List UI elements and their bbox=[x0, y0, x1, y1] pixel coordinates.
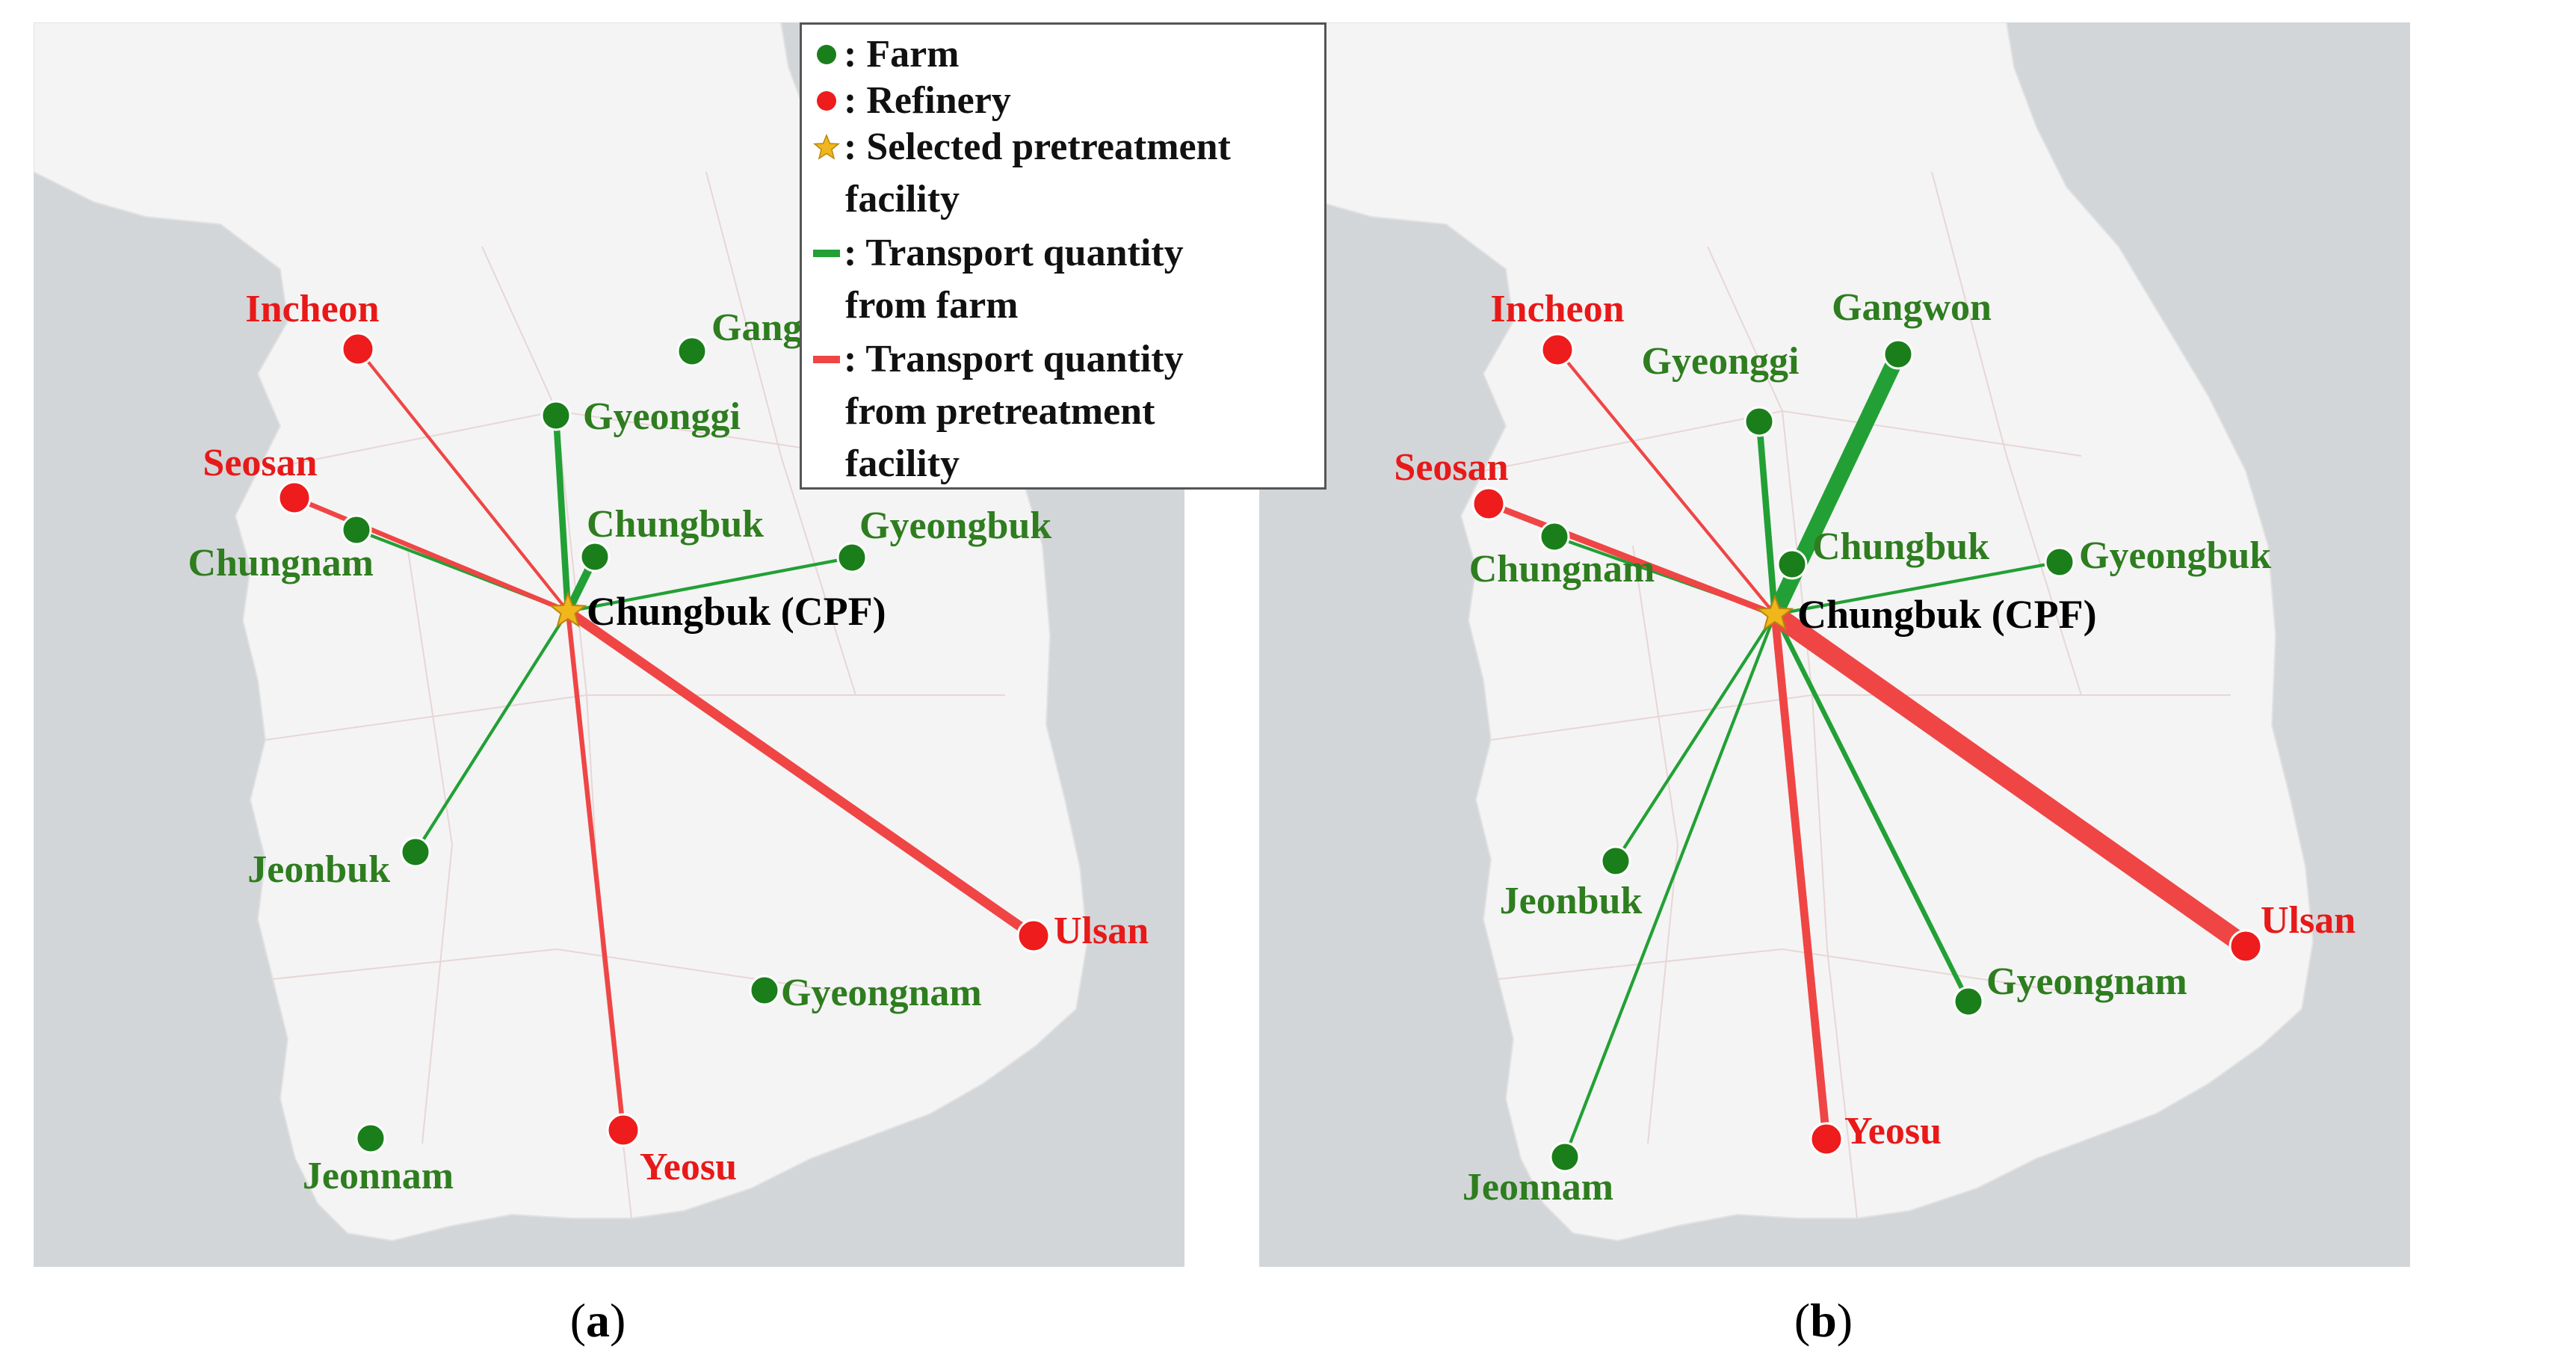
refinery-marker-yeosu bbox=[606, 1113, 640, 1147]
farm-marker-gyeongnam bbox=[1953, 986, 1984, 1017]
province-boundary bbox=[1498, 948, 2082, 995]
refinery-transport-line-yeosu bbox=[1770, 614, 1831, 1140]
refinery-label-yeosu: Yeosu bbox=[1844, 1110, 1942, 1152]
refinery-transport-line-ulsan bbox=[565, 607, 1037, 940]
legend-label-facility: : Selected pretreatment bbox=[844, 126, 1231, 168]
farm-label-jeonbuk: Jeonbuk bbox=[1500, 880, 1643, 922]
farm-label-gyeonggi: Gyeonggi bbox=[1642, 340, 1800, 383]
refinery-marker-ulsan bbox=[2228, 929, 2263, 963]
legend-label-refinery: : Refinery bbox=[844, 79, 1011, 122]
facility-label: Chungbuk (CPF) bbox=[1797, 592, 2097, 637]
refinery-dot-icon bbox=[809, 90, 844, 111]
farm-label-gyeongnam: Gyeongnam bbox=[781, 972, 982, 1014]
farm-marker-chungbuk bbox=[579, 541, 611, 573]
refinery-transport-line-seosan bbox=[1487, 500, 1776, 618]
farm-marker-gyeonggi bbox=[540, 400, 572, 431]
panel-caption-a: (a) bbox=[569, 1294, 626, 1347]
legend-row-refinery: : Refinery bbox=[809, 78, 1011, 123]
panel-caption-b: (b) bbox=[1794, 1294, 1853, 1347]
farm-label-gyeongbuk: Gyeongbuk bbox=[2079, 534, 2271, 577]
farm-marker-gyeongbuk bbox=[2044, 546, 2075, 578]
province-boundary bbox=[1931, 171, 2082, 696]
farm-label-chungbuk: Chungbuk bbox=[1812, 525, 1989, 568]
farm-marker-gangwon bbox=[676, 336, 708, 367]
legend-label-farm-transport-cont: from farm bbox=[845, 284, 1019, 327]
refinery-label-incheon: Incheon bbox=[245, 288, 379, 330]
farm-marker-chungbuk bbox=[1776, 549, 1808, 580]
refinery-label-seosan: Seosan bbox=[203, 442, 317, 484]
refinery-transport-line-incheon bbox=[1556, 348, 1776, 616]
farm-transport-line-jeonbuk bbox=[414, 610, 569, 854]
farm-marker-chungnam bbox=[341, 514, 372, 546]
refinery-label-ulsan: Ulsan bbox=[1054, 910, 1149, 952]
farm-transport-line-gyeongnam bbox=[1773, 613, 1971, 1003]
map-legend: : Farm : Refinery : Selected pretreatmen… bbox=[800, 22, 1326, 490]
farm-transport-line-gyeongbuk bbox=[1774, 560, 2060, 617]
farm-transport-line-jeonnam bbox=[1563, 614, 1776, 1158]
refinery-label-seosan: Seosan bbox=[1394, 446, 1508, 489]
facility-label: Chungbuk (CPF) bbox=[587, 589, 886, 634]
refinery-marker-ulsan bbox=[1016, 919, 1051, 953]
province-boundary bbox=[407, 545, 454, 1144]
farm-dot-icon bbox=[809, 44, 844, 64]
star-icon bbox=[809, 133, 844, 161]
farm-marker-jeonnam bbox=[355, 1123, 386, 1154]
farm-marker-gangwon bbox=[1882, 339, 1914, 370]
refinery-label-incheon: Incheon bbox=[1490, 288, 1624, 330]
refinery-transport-line-yeosu bbox=[565, 611, 626, 1131]
farm-label-gyeongnam: Gyeongnam bbox=[1986, 960, 2187, 1003]
legend-label-pre-transport: : Transport quantity bbox=[844, 338, 1184, 380]
province-boundary bbox=[1632, 545, 1679, 1144]
legend-row-facility: : Selected pretreatment bbox=[809, 125, 1231, 169]
refinery-marker-yeosu bbox=[1809, 1122, 1844, 1156]
refinery-transport-line-incheon bbox=[356, 348, 569, 613]
farm-label-gangwon: Gangwon bbox=[1832, 286, 1992, 329]
pretreatment-facility-star-icon bbox=[1755, 594, 1794, 631]
red-line-icon bbox=[809, 355, 844, 363]
farm-transport-line-gyeonggi bbox=[1755, 421, 1779, 615]
refinery-marker-incheon bbox=[341, 332, 375, 366]
farm-marker-jeonbuk bbox=[1600, 845, 1631, 877]
refinery-label-ulsan: Ulsan bbox=[2261, 899, 2356, 942]
pretreatment-facility-star-icon bbox=[549, 591, 587, 628]
legend-label-pre-transport-cont: from pretreatment bbox=[845, 390, 1155, 433]
green-line-icon bbox=[809, 249, 844, 257]
legend-label-facility-cont: facility bbox=[845, 178, 960, 220]
province-boundary bbox=[705, 171, 856, 696]
farm-label-jeonnam: Jeonnam bbox=[303, 1155, 454, 1197]
farm-transport-line-gyeonggi bbox=[552, 415, 572, 612]
legend-label-farm: : Farm bbox=[844, 33, 960, 75]
farm-marker-gyeonggi bbox=[1743, 406, 1775, 437]
refinery-transport-line-seosan bbox=[293, 496, 569, 614]
farm-marker-gyeongnam bbox=[749, 975, 780, 1006]
refinery-label-yeosu: Yeosu bbox=[640, 1146, 737, 1188]
farm-marker-gyeongbuk bbox=[836, 542, 868, 573]
refinery-marker-incheon bbox=[1540, 333, 1575, 367]
refinery-marker-seosan bbox=[277, 481, 312, 515]
legend-row-farm: : Farm bbox=[809, 32, 959, 76]
legend-label-pre-transport-cont-2: facility bbox=[845, 442, 960, 485]
farm-label-gyeonggi: Gyeonggi bbox=[583, 395, 741, 438]
farm-label-gyeongbuk: Gyeongbuk bbox=[859, 504, 1051, 547]
legend-row-farm-transport: : Transport quantity bbox=[809, 231, 1184, 275]
farm-marker-jeonnam bbox=[1549, 1141, 1581, 1173]
farm-label-jeonbuk: Jeonbuk bbox=[247, 848, 390, 891]
farm-label-jeonnam: Jeonnam bbox=[1462, 1166, 1613, 1209]
farm-label-chungbuk: Chungbuk bbox=[587, 503, 764, 546]
legend-label-farm-transport: : Transport quantity bbox=[844, 232, 1184, 274]
farm-marker-jeonbuk bbox=[400, 836, 431, 868]
farm-marker-chungnam bbox=[1539, 521, 1570, 552]
farm-transport-line-jeonbuk bbox=[1614, 613, 1776, 863]
farm-transport-line-gyeongbuk bbox=[567, 555, 853, 614]
legend-row-pre-transport: : Transport quantity bbox=[809, 337, 1184, 381]
farm-label-chungnam: Chungnam bbox=[188, 542, 374, 584]
farm-label-chungnam: Chungnam bbox=[1469, 548, 1655, 590]
refinery-transport-line-ulsan bbox=[1769, 606, 2252, 954]
refinery-marker-seosan bbox=[1471, 487, 1506, 521]
province-boundary bbox=[1707, 246, 1858, 1219]
